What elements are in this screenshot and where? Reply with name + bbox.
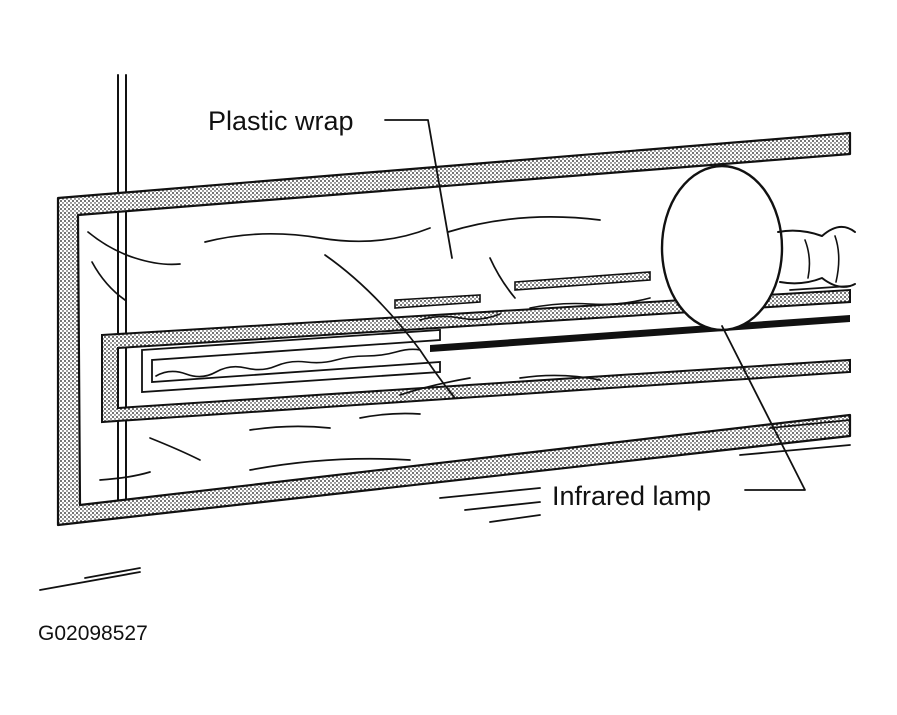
plastic-wrap-label: Plastic wrap: [208, 106, 354, 136]
figure-code: G02098527: [38, 622, 148, 645]
panel-frame: [56, 131, 852, 527]
infrared-lamp-leader: [721, 325, 806, 491]
floor-lines: [39, 419, 851, 591]
plastic-wrap-folds: [87, 216, 601, 481]
infrared-lamp-label: Infrared lamp: [552, 481, 711, 511]
trim-molding: [101, 288, 851, 424]
leader-lines: [384, 119, 806, 491]
door-edge-lines: [117, 74, 127, 501]
plastic-wrap-leader: [384, 119, 453, 259]
infrared-lamp-bulb: [660, 164, 856, 332]
